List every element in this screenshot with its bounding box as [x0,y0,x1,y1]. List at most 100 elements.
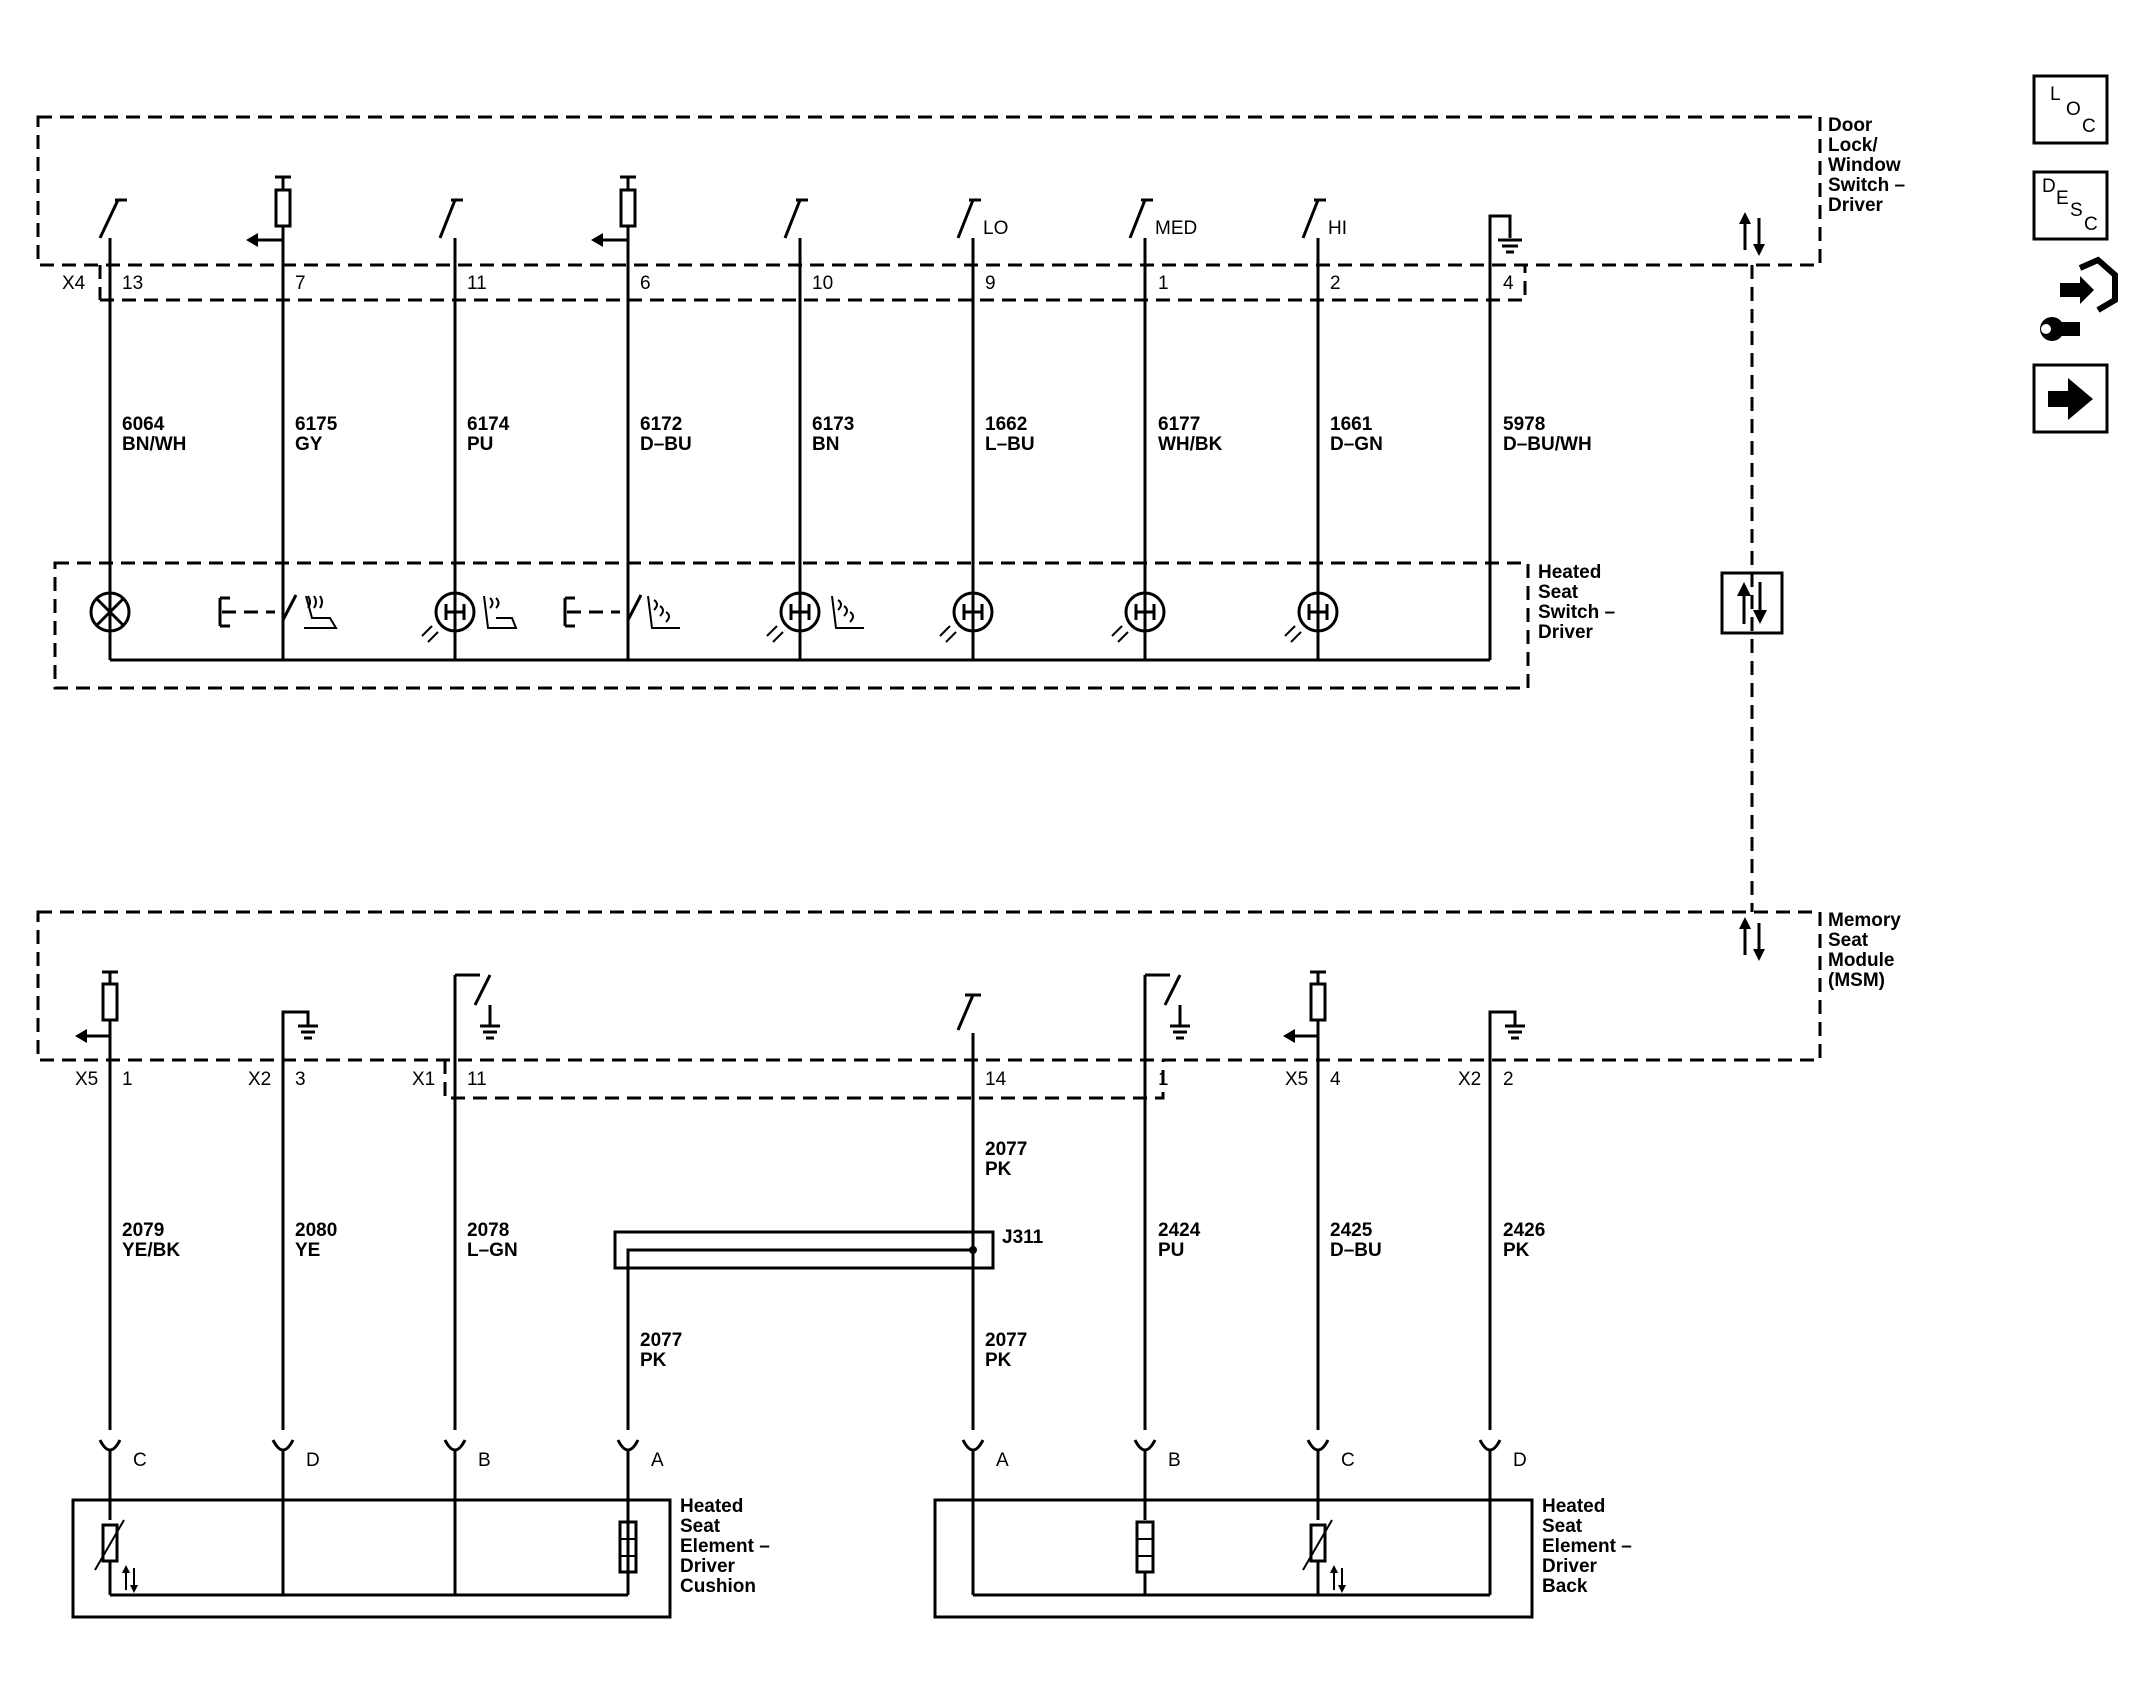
data-arrows-bottom [1739,917,1765,961]
location-icon[interactable]: L O C [2032,74,2109,145]
svg-text:PK: PK [985,1159,1012,1180]
svg-text:2424: 2424 [1158,1220,1201,1241]
svg-text:J311: J311 [1002,1227,1044,1248]
svg-text:A: A [651,1450,664,1471]
svg-text:9: 9 [985,273,996,294]
cushion-element-circuit [94,1519,638,1597]
svg-text:6174: 6174 [467,414,510,435]
svg-text:PK: PK [640,1350,667,1371]
svg-text:Lock/: Lock/ [1828,135,1878,156]
svg-text:Back: Back [1542,1576,1588,1597]
top-pin-numbers: 13 7 11 6 10 9 1 2 4 [122,273,1514,294]
element-connector-symbols [98,1439,1502,1595]
connector-x4-label: X4 [62,273,86,294]
svg-text:A: A [996,1450,1009,1471]
svg-text:2: 2 [1503,1069,1514,1090]
svg-text:2426: 2426 [1503,1220,1545,1241]
svg-text:Memory: Memory [1828,910,1901,931]
memory-seat-module-label: Memory Seat Module (MSM) [1828,910,1901,991]
element-pin-letters: C D B A A B C D [133,1450,1527,1471]
switch-med-label: MED [1155,218,1197,239]
svg-text:(MSM): (MSM) [1828,970,1885,991]
svg-text:6177: 6177 [1158,414,1200,435]
svg-text:7: 7 [295,273,306,294]
svg-text:2078: 2078 [467,1220,509,1241]
svg-text:D: D [1513,1450,1527,1471]
x1-connector-strip [443,1060,1165,1100]
svg-text:2077: 2077 [640,1330,682,1351]
splice-j311: J311 [613,1227,1044,1270]
led-indicator-icons [421,591,1339,643]
bottom-pin-numbers: 1 3 11 14 1 4 2 [122,1069,1514,1090]
top-ground-icon [1498,238,1522,254]
door-lock-switch-label: Door Lock/ Window Switch – Driver [1828,115,1905,216]
svg-text:Switch –: Switch – [1828,175,1905,196]
svg-text:2425: 2425 [1330,1220,1373,1241]
svg-text:11: 11 [467,1069,487,1090]
svg-text:Heated: Heated [1538,562,1601,583]
switch-hi-label: HI [1328,218,1347,239]
svg-text:13: 13 [122,273,143,294]
svg-text:L–BU: L–BU [985,434,1035,455]
heated-seat-switch-box [53,561,1530,690]
svg-text:Seat: Seat [1542,1516,1583,1537]
svg-text:Driver: Driver [1538,622,1594,643]
svg-text:1661: 1661 [1330,414,1373,435]
svg-text:6172: 6172 [640,414,682,435]
svg-text:2080: 2080 [295,1220,337,1241]
svg-text:BN: BN [812,434,839,455]
svg-text:C: C [2084,214,2098,235]
next-page-arrow-icon[interactable] [2032,363,2109,434]
x4-connector-strip [100,265,1527,302]
description-icon[interactable]: D E S C [2032,170,2109,241]
svg-text:X5: X5 [75,1069,98,1090]
top-wire-labels: 6064 BN/WH 6175 GY 6174 PU 6172 D–BU 617… [122,414,1592,455]
svg-text:3: 3 [295,1069,306,1090]
top-wires [108,214,1512,660]
svg-text:Driver: Driver [1542,1556,1598,1577]
svg-text:PU: PU [467,434,493,455]
svg-text:6064: 6064 [122,414,165,435]
svg-text:2077: 2077 [985,1139,1027,1160]
svg-text:C: C [2082,116,2096,137]
serial-data-box-icon [1720,571,1784,635]
svg-text:S: S [2070,200,2083,221]
svg-text:Door: Door [1828,115,1873,136]
troubleshooting-icon[interactable] [2040,256,2118,341]
svg-text:2077: 2077 [985,1330,1027,1351]
svg-text:C: C [133,1450,147,1471]
door-lock-switch-box [36,115,1822,267]
svg-text:10: 10 [812,273,833,294]
svg-text:X2: X2 [248,1069,271,1090]
svg-text:Seat: Seat [1538,582,1579,603]
heated-seat-switch-label: Heated Seat Switch – Driver [1538,562,1615,643]
svg-text:L: L [2050,84,2061,105]
bottom-connector-labels: X5 X2 X1 X5 X2 [75,1069,1481,1090]
seat-back-switch-icon [563,594,680,629]
svg-text:GY: GY [295,434,323,455]
svg-text:PK: PK [985,1350,1012,1371]
svg-text:1: 1 [1158,1069,1169,1090]
svg-text:YE/BK: YE/BK [122,1240,180,1261]
back-element-circuit [973,1519,1490,1597]
svg-text:1: 1 [122,1069,133,1090]
heated-element-cushion-label: Heated Seat Element – Driver Cushion [680,1496,770,1597]
seat-cushion-switch-icon [218,594,338,629]
data-arrows-top [1739,212,1765,256]
svg-text:D: D [2042,176,2056,197]
svg-text:Seat: Seat [680,1516,721,1537]
svg-text:BN/WH: BN/WH [122,434,186,455]
svg-text:Element –: Element – [680,1536,770,1557]
svg-text:C: C [1341,1450,1355,1471]
svg-text:Heated: Heated [680,1496,743,1517]
svg-text:Switch –: Switch – [1538,602,1615,623]
svg-text:Window: Window [1828,155,1901,176]
svg-text:6: 6 [640,273,651,294]
top-pullup-resistors [246,175,637,247]
svg-text:14: 14 [985,1069,1007,1090]
svg-text:4: 4 [1330,1069,1341,1090]
svg-text:Heated: Heated [1542,1496,1605,1517]
svg-text:PU: PU [1158,1240,1184,1261]
svg-text:PK: PK [1503,1240,1530,1261]
